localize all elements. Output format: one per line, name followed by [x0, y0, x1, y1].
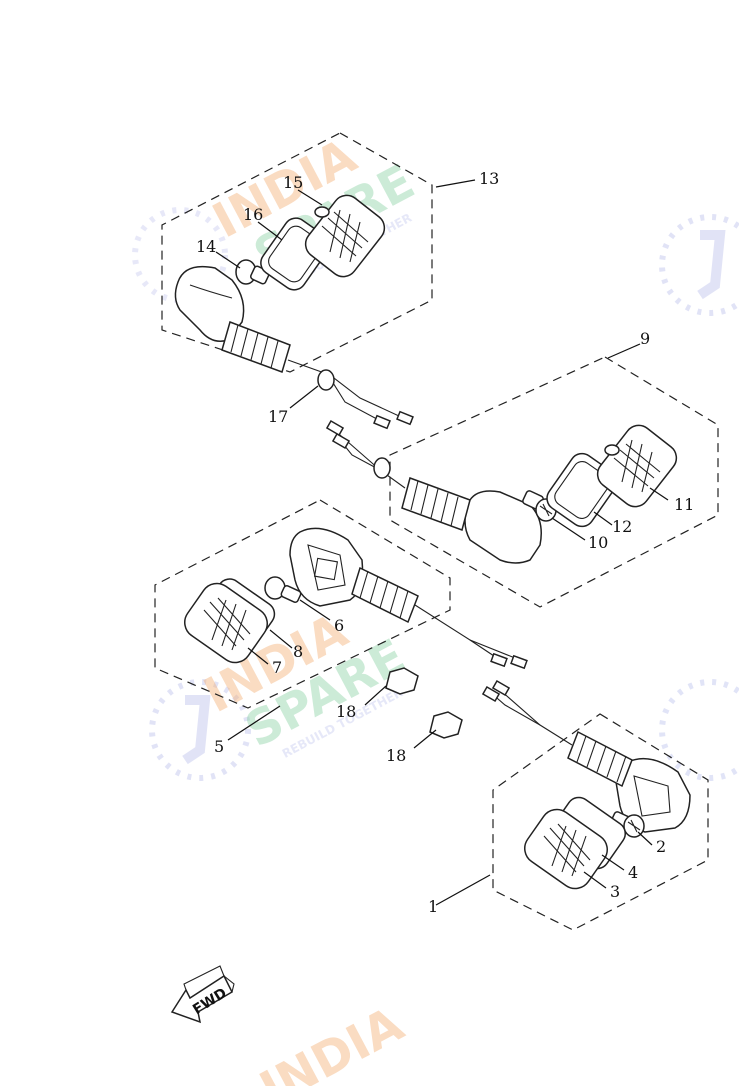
- watermark-line1-c: INDIA: [251, 996, 412, 1086]
- stalk-13: [221, 321, 291, 373]
- clip-18-lower: [429, 711, 463, 739]
- callout-1: 1: [428, 897, 438, 916]
- lens-7: [184, 582, 268, 664]
- stalk-9: [401, 477, 471, 531]
- callout-13: 13: [479, 169, 499, 188]
- callout-14: 14: [196, 237, 216, 256]
- watermark-text-bottom: INDIA: [251, 996, 412, 1086]
- bulb-6: [264, 576, 302, 604]
- group-outline-5: [154, 499, 451, 709]
- callout-11: 11: [674, 495, 694, 514]
- lens-11: [596, 424, 678, 508]
- watermark-logo-right-top: [659, 214, 739, 316]
- turn-signal-assembly-5: [184, 527, 528, 670]
- callout-8: 8: [293, 642, 303, 661]
- lens-15: [304, 194, 386, 278]
- callout-16: 16: [243, 205, 263, 224]
- callout-3: 3: [610, 882, 620, 901]
- callout-17: 17: [268, 407, 288, 426]
- watermark-logo-left: [149, 679, 251, 781]
- callout-6: 6: [334, 616, 344, 635]
- clip-18-upper: [385, 667, 419, 695]
- fwd-arrow-icon: FWD: [170, 965, 235, 1024]
- callout-18-upper: 18: [336, 702, 356, 721]
- group-outline-9: [389, 356, 719, 608]
- group-outline-1: [492, 713, 709, 931]
- stalk-1: [567, 730, 633, 788]
- turn-signal-assembly-9: [325, 420, 678, 564]
- turn-signal-assembly-13: [174, 194, 414, 430]
- turn-signal-assembly-1: [481, 680, 691, 890]
- watermark-logo-top-left: [132, 207, 228, 303]
- callout-10: 10: [588, 533, 608, 552]
- leader-lines: [215, 179, 669, 906]
- callout-15: 15: [283, 173, 303, 192]
- callout-2: 2: [656, 837, 666, 856]
- stalk-5: [351, 566, 419, 624]
- lens-3: [524, 808, 608, 890]
- callout-4: 4: [628, 863, 638, 882]
- callout-7: 7: [272, 658, 282, 677]
- callout-18-lower: 18: [386, 746, 406, 765]
- watermark-logo-right-bottom: [659, 679, 739, 781]
- callout-9: 9: [640, 329, 650, 348]
- callout-12: 12: [612, 517, 632, 536]
- group-outline-13: [161, 132, 433, 373]
- callout-5: 5: [214, 737, 224, 756]
